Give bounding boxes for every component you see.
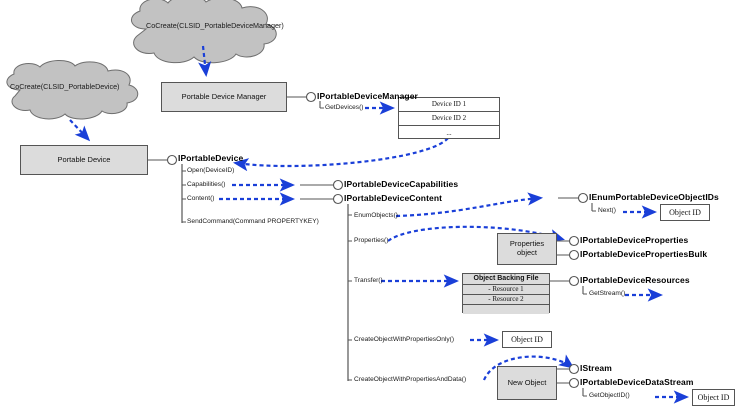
object-id-enum-box: Object ID [660,204,710,221]
properties-object-box: Properties object [497,233,557,265]
object-id-getobjectid-box: Object ID [692,389,735,406]
lollipop-iportabledeviceresources [568,275,580,287]
lollipop-iportabledevicecontent [332,193,344,205]
method-getstream: GetStream() [589,290,626,297]
method-createobjectwithpropertiesanddata: CreateObjectWithPropertiesAndData() [354,376,467,383]
method-content: Content() [187,195,215,202]
method-properties: Properties() [354,237,389,244]
object-backing-file-table: Object Backing File - Resource 1 - Resou… [462,273,550,314]
method-sendcommand: SendCommand(Command PROPERTYKEY) [187,218,319,225]
iface-iportabledevicemanager: IPortableDeviceManager [317,91,418,101]
arrow-deviceid-to-iportabledevice [232,137,449,172]
iface-iportabledevicedatastream: IPortableDeviceDataStream [580,377,694,387]
cloud-manager-label: CoCreate(CLSID_PortableDeviceManager) [146,21,284,30]
iface-iportabledevicecontent: IPortableDeviceContent [344,193,443,203]
iface-iportabledevice: IPortableDevice [178,153,244,163]
device-id-row-3: ... [446,128,452,137]
cloud-manager-shape [131,0,277,64]
portable-device-box: Portable Device [20,145,148,175]
iface-istream: IStream [580,363,612,373]
lollipop-ienumportabledeviceobjectids [577,192,589,204]
lollipop-iportabledevicedatastream [568,377,580,389]
method-capabilities: Capabilities() [187,181,226,188]
bracket-getdevices [319,101,324,109]
method-createobjectwithpropertiesonly: CreateObjectWithPropertiesOnly() [354,336,455,343]
method-next: Next() [598,207,616,214]
bracket-ticks-iportabledevice [182,170,186,223]
method-getdevices: GetDevices() [325,104,364,111]
arrow-createobjectpropsanddata [482,354,575,381]
bracket-getstream [582,286,587,295]
lollipop-iportabledeviceproperties [568,235,580,247]
object-id-create-props-only-box: Object ID [502,331,552,348]
cloud-device-shape [6,60,139,120]
properties-object-line1: Properties [509,239,545,249]
device-id-row-1: Device ID 1 [399,98,499,112]
arrow-cloud-to-manager [198,45,212,78]
new-object-box: New Object [497,366,557,400]
method-transfer: Transfer() [354,277,383,284]
object-backing-file-row-2: - Resource 2 [463,295,549,305]
lollipop-istream [568,363,580,375]
lollipop-iportabledevicepropertiesbulk [568,249,580,261]
device-id-table: Device ID 1 Device ID 2 ... [398,97,500,139]
device-id-row-2: Device ID 2 [399,112,499,126]
iface-iportabledevicecapabilities: IPortableDeviceCapabilities [344,179,459,189]
bracket-ticks-content [348,214,352,381]
iface-iportabledeviceproperties: IPortableDeviceProperties [580,235,689,245]
lollipop-iportabledevice [166,154,178,166]
method-getobjectid: GetObjectID() [589,392,630,399]
bracket-getobjectid [582,388,587,397]
lollipop-iportabledevicemanager [305,91,317,103]
object-backing-file-row-3 [463,305,549,314]
method-enumobjects: EnumObjects() [354,212,398,219]
arrow-cloud-to-device [69,119,91,142]
iface-iportabledevicepropertiesbulk: IPortableDevicePropertiesBulk [580,249,708,259]
method-open: Open(DeviceID) [187,167,235,174]
bracket-next [591,203,596,212]
iface-iportabledeviceresources: IPortableDeviceResources [580,275,690,285]
cloud-device-label: CoCreate(CLSID_PortableDevice) [10,82,120,91]
object-backing-file-header: Object Backing File [463,274,549,285]
lollipop-iportabledevicecapabilities [332,179,344,191]
arrow-enumobjects [395,192,544,218]
portable-device-manager-box: Portable Device Manager [161,82,287,112]
object-backing-file-row-1: - Resource 1 [463,285,549,295]
iface-ienumportabledeviceobjectids: IEnumPortableDeviceObjectIDs [589,192,719,202]
properties-object-line2: object [516,248,537,257]
